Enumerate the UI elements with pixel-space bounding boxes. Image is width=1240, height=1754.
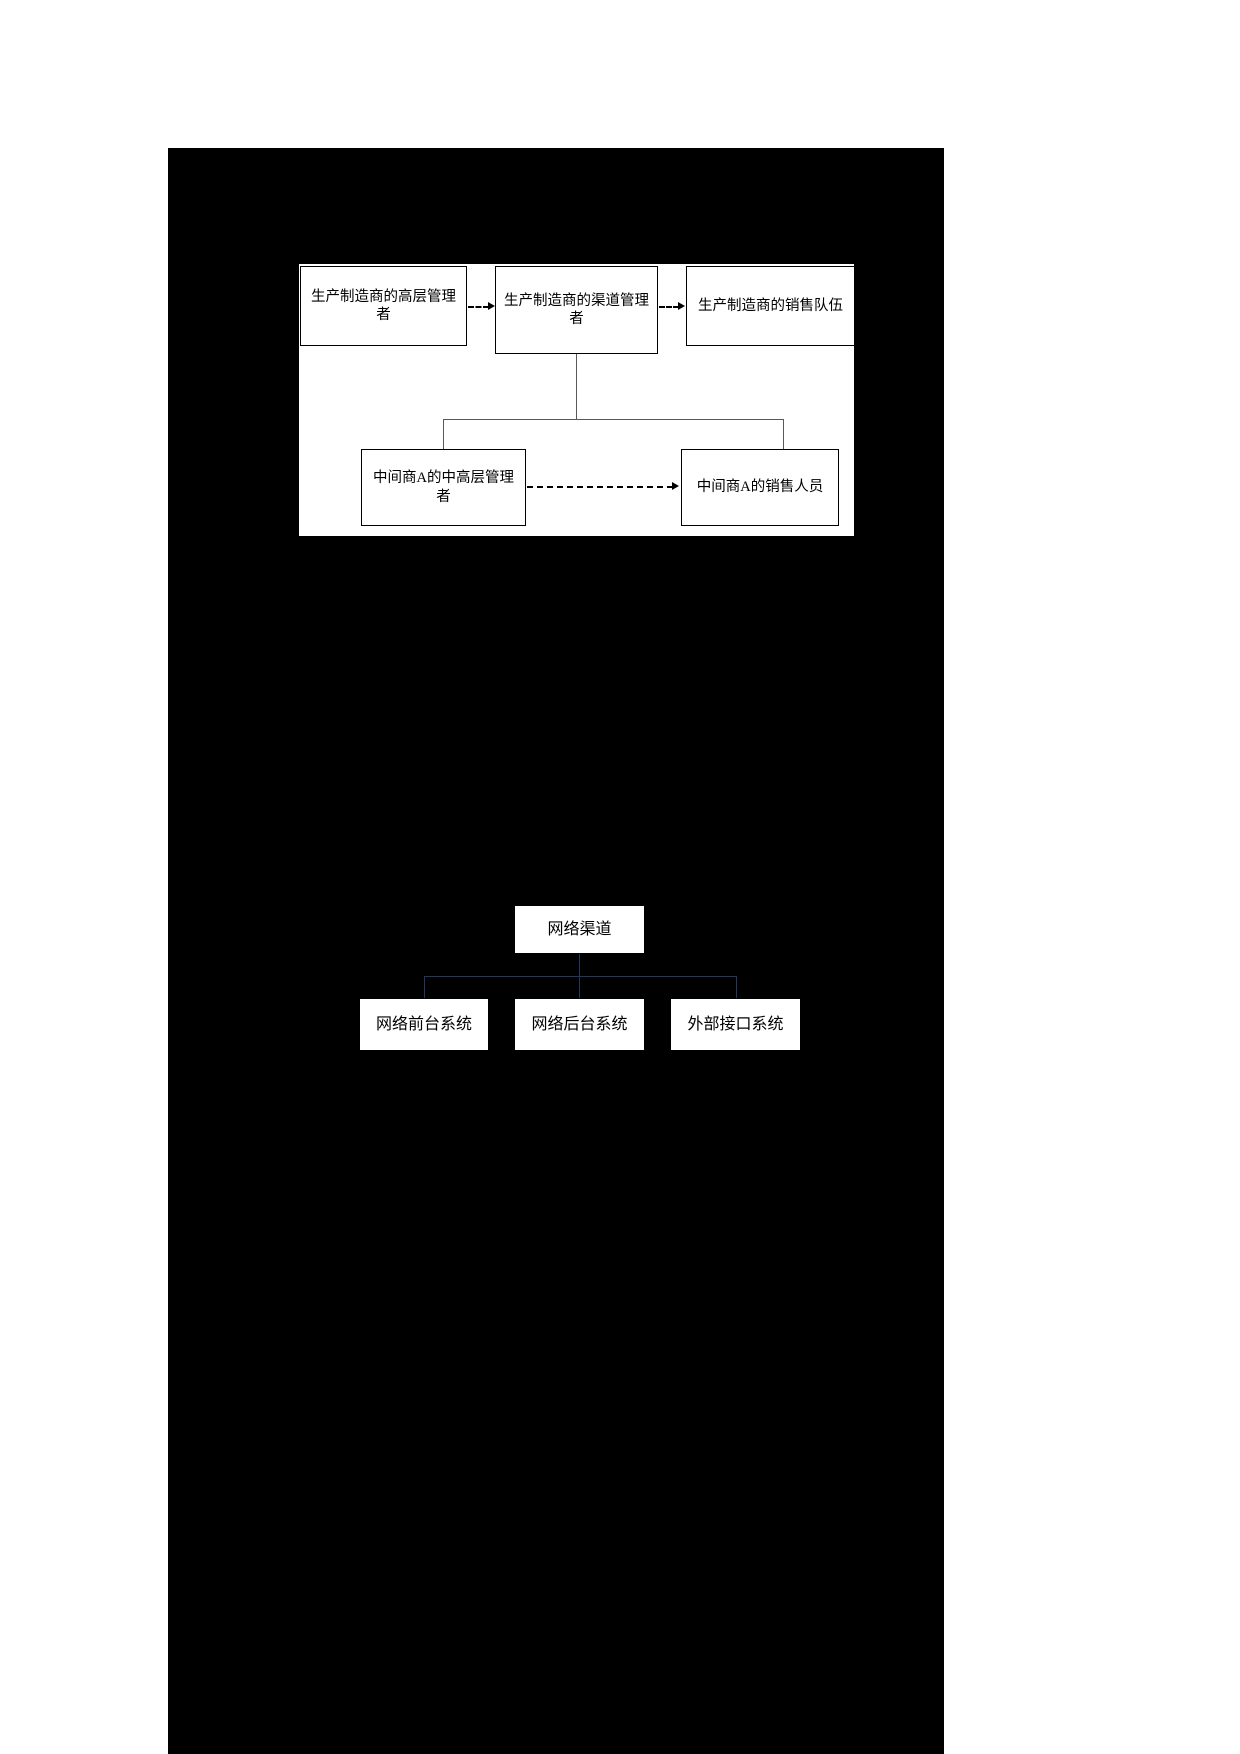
node-mfr-sales-team[interactable]: 生产制造商的销售队伍 <box>686 266 855 346</box>
connector-bracket-left-drop <box>443 419 444 451</box>
node-distributor-a-salespeople[interactable]: 中间商A的销售人员 <box>681 449 839 526</box>
connector-bracket-right-drop <box>783 419 784 451</box>
node-label: 中间商A的中高层管理者 <box>373 470 514 505</box>
connector-dashed-senior-to-channel <box>468 306 489 308</box>
node-mfr-senior-management[interactable]: 生产制造商的高层管理者 <box>300 266 467 346</box>
node-network-frontend-system[interactable]: 网络前台系统 <box>359 998 489 1051</box>
connector-drop-backend <box>579 976 580 998</box>
connector-root-stem <box>579 954 580 976</box>
connector-dashed-channel-to-sales <box>659 306 679 308</box>
node-label: 网络渠道 <box>547 920 612 938</box>
node-label: 网络前台系统 <box>375 1015 472 1033</box>
connector-vertical-channel-stem <box>576 354 577 419</box>
arrowhead-right-icon <box>678 302 685 310</box>
node-mfr-channel-management[interactable]: 生产制造商的渠道管理者 <box>495 266 658 354</box>
arrowhead-right-icon <box>488 302 495 310</box>
network-channel-system-tree: 网络渠道 网络前台系统 网络后台系统 外部接口系统 <box>355 905 815 1060</box>
node-label: 生产制造商的渠道管理者 <box>504 292 649 327</box>
connector-bracket-horizontal <box>443 419 783 420</box>
node-label: 生产制造商的高层管理者 <box>311 288 456 323</box>
connector-drop-frontend <box>424 976 425 998</box>
node-label: 网络后台系统 <box>531 1015 628 1033</box>
node-label: 外部接口系统 <box>687 1015 784 1033</box>
connector-horizontal-bar <box>424 976 736 977</box>
node-label: 生产制造商的销售队伍 <box>698 297 843 314</box>
arrowhead-right-icon <box>672 482 679 490</box>
node-distributor-a-mid-senior-management[interactable]: 中间商A的中高层管理者 <box>361 449 526 526</box>
manufacturer-distributor-relationship-diagram: 生产制造商的高层管理者 生产制造商的渠道管理者 生产制造商的销售队伍 中间商A的… <box>298 263 855 537</box>
node-label: 中间商A的销售人员 <box>696 479 824 496</box>
node-network-channel[interactable]: 网络渠道 <box>514 905 645 954</box>
node-external-interface-system[interactable]: 外部接口系统 <box>670 998 801 1051</box>
connector-dashed-distributor-mid-to-sales <box>527 486 673 488</box>
node-network-backend-system[interactable]: 网络后台系统 <box>514 998 645 1051</box>
connector-drop-external-interface <box>736 976 737 998</box>
